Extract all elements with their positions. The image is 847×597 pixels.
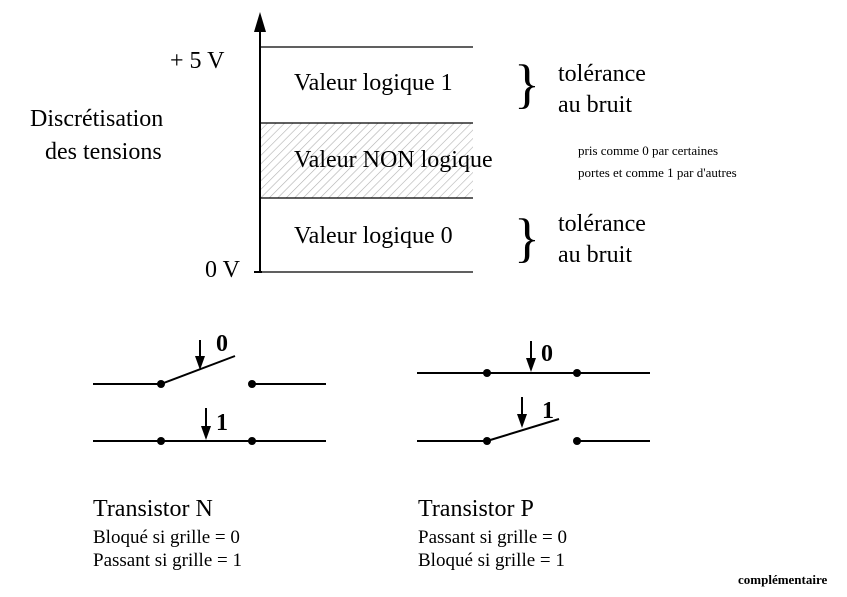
transistor-p-rule-1: Passant si grille = 0 [418, 527, 567, 548]
voltage-bands [260, 46, 473, 273]
gate-arrow-icon [201, 426, 211, 440]
label-0v: 0 V [205, 257, 240, 283]
tolerance-low-line1: tolérance [558, 211, 646, 237]
p-gate-value-0: 0 [541, 341, 553, 367]
band-label-non-logic: Valeur NON logique [294, 147, 493, 173]
side-title-line2: des tensions [45, 139, 162, 165]
gate-arrow-icon [526, 358, 536, 372]
brace-icon: } [514, 208, 540, 268]
transistor-n-switch-open [93, 340, 326, 388]
p-gate-value-1: 1 [542, 398, 554, 424]
middle-note-line1: pris comme 0 par certaines [578, 143, 719, 158]
gate-arrow-icon [195, 356, 205, 370]
side-title-line1: Discrétisation [30, 106, 164, 132]
brace-icon: } [514, 54, 540, 114]
axis-arrow-icon [254, 12, 266, 32]
transistor-n-rule-2: Passant si grille = 1 [93, 550, 242, 571]
transistor-n-rule-1: Bloqué si grille = 0 [93, 527, 240, 548]
band-label-logic-0: Valeur logique 0 [294, 223, 453, 249]
middle-note-line2: portes et comme 1 par d'autres [578, 165, 737, 180]
transistor-p-title: Transistor P [418, 496, 534, 522]
n-gate-value-1: 1 [216, 410, 228, 436]
band-label-logic-1: Valeur logique 1 [294, 70, 453, 96]
transistor-n-switch-closed [93, 408, 326, 445]
label-plus-5v: + 5 V [170, 48, 225, 74]
transistor-n-title: Transistor N [93, 496, 213, 522]
tolerance-high-line2: au bruit [558, 92, 632, 118]
tolerance-high-line1: tolérance [558, 61, 646, 87]
transistor-p-rule-2: Bloqué si grille = 1 [418, 550, 565, 571]
transistor-p-switch-open [417, 397, 650, 445]
footer-caption: complémentaire [738, 572, 828, 587]
non-logic-hatched-band [261, 123, 473, 198]
tolerance-low-line2: au bruit [558, 242, 632, 268]
gate-arrow-icon [517, 414, 527, 428]
n-gate-value-0: 0 [216, 331, 228, 357]
transistor-p-switch-closed [417, 341, 650, 377]
